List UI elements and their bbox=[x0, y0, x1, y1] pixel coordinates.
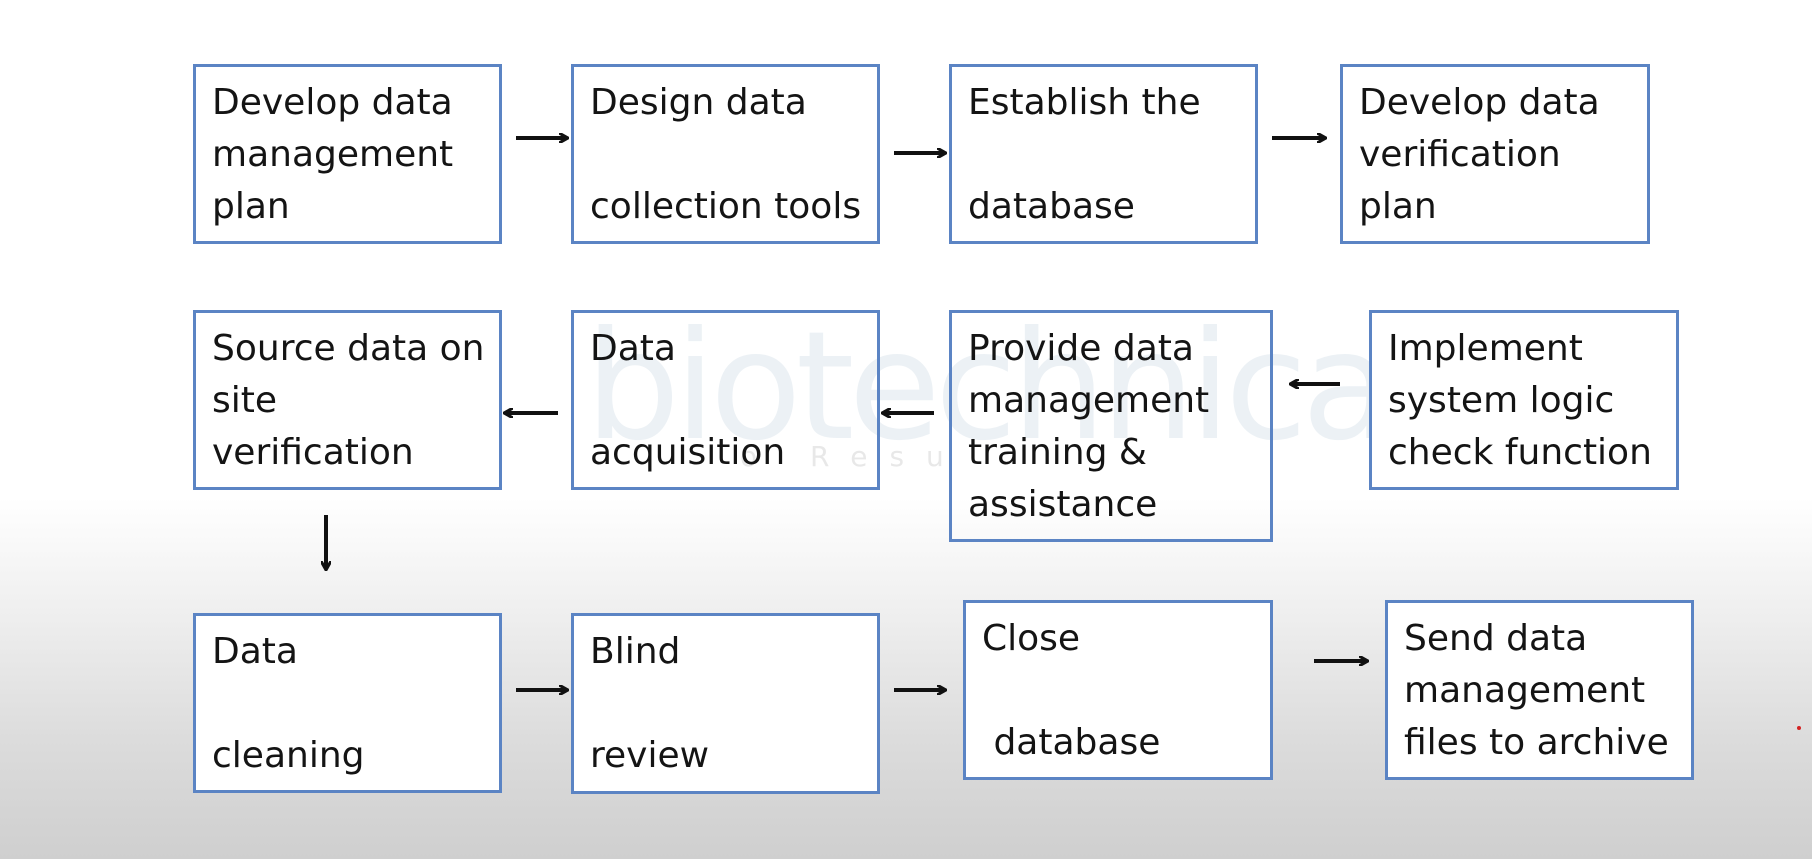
step-line: management bbox=[1404, 670, 1646, 711]
step-close-database: Close database bbox=[963, 600, 1273, 780]
step-send-data-management-files: Send data management files to archive bbox=[1385, 600, 1694, 780]
step-line: Data bbox=[590, 328, 676, 369]
step-line: Provide data bbox=[968, 328, 1194, 369]
step-implement-system-logic-check: Implement system logic check function bbox=[1369, 310, 1679, 490]
step-line: verification bbox=[1359, 134, 1561, 175]
step-line: Data bbox=[212, 631, 298, 672]
step-line: files to archive bbox=[1404, 722, 1669, 763]
step-line: system logic bbox=[1388, 380, 1615, 421]
step-line: Establish the bbox=[968, 82, 1201, 123]
step-line: database bbox=[968, 186, 1135, 227]
step-establish-the-database: Establish the database bbox=[949, 64, 1258, 244]
step-line: cleaning bbox=[212, 735, 365, 776]
step-data-cleaning: Data cleaning bbox=[193, 613, 502, 793]
step-line: management bbox=[212, 134, 454, 175]
step-line: review bbox=[590, 735, 710, 776]
step-line: Send data bbox=[1404, 618, 1588, 659]
step-line: acquisition bbox=[590, 432, 786, 473]
step-design-data-collection-tools: Design data collection tools bbox=[571, 64, 880, 244]
step-develop-data-verification-plan: Develop data verification plan bbox=[1340, 64, 1650, 244]
step-line: Design data bbox=[590, 82, 807, 123]
step-source-data-on-site-verification: Source data on site verification bbox=[193, 310, 502, 490]
step-line: verification bbox=[212, 432, 414, 473]
step-provide-data-management-training: Provide data management training & assis… bbox=[949, 310, 1273, 542]
step-line: Source data on bbox=[212, 328, 485, 369]
step-develop-data-management-plan: Develop data management plan bbox=[193, 64, 502, 244]
step-line: management bbox=[968, 380, 1210, 421]
step-line: site bbox=[212, 380, 278, 421]
step-data-acquisition: Data acquisition bbox=[571, 310, 880, 490]
step-line: Close bbox=[982, 618, 1081, 659]
step-line: Implement bbox=[1388, 328, 1583, 369]
step-blind-review: Blind review bbox=[571, 613, 880, 794]
step-line: plan bbox=[1359, 186, 1437, 227]
step-line: training & bbox=[968, 432, 1147, 473]
red-dot bbox=[1797, 726, 1801, 730]
step-line: collection tools bbox=[590, 186, 862, 227]
step-line: plan bbox=[212, 186, 290, 227]
step-line: assistance bbox=[968, 484, 1158, 525]
step-line: database bbox=[982, 722, 1161, 763]
step-line: Develop data bbox=[212, 82, 453, 123]
step-line: Develop data bbox=[1359, 82, 1600, 123]
step-line: Blind bbox=[590, 631, 681, 672]
step-line: check function bbox=[1388, 432, 1652, 473]
